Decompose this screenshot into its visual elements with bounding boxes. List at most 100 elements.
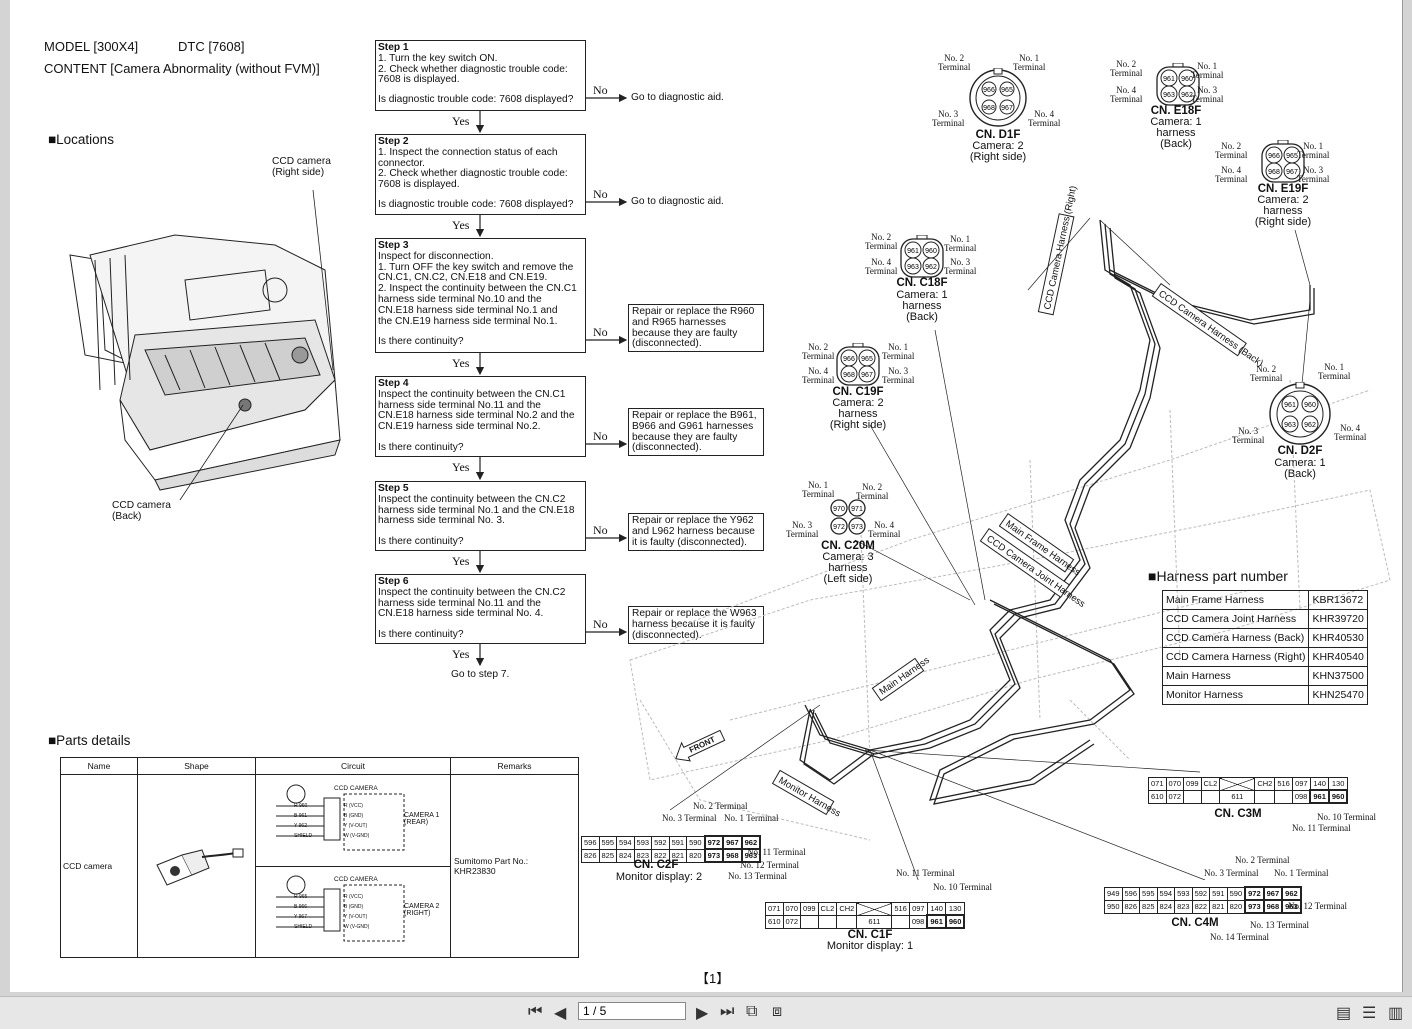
harness-part-heading: ■Harness part number [1148, 568, 1288, 584]
svg-text:962: 962 [925, 264, 937, 271]
terminal-label: No. 1 Terminal [802, 480, 835, 499]
connector-c18f-title: CN. C18F [896, 277, 948, 289]
terminal-callout: No. 13 Terminal [1250, 920, 1309, 930]
step-4-box: Step 4 Inspect the continuity between th… [375, 376, 586, 457]
step-1-question: Is diagnostic trouble code: 7608 display… [378, 94, 574, 106]
terminal-label: No. 1 Terminal [882, 342, 915, 361]
previous-page-icon[interactable]: ◀ [554, 1005, 567, 1022]
circuit-title: CCD CAMERA [334, 875, 378, 883]
single-page-view-icon[interactable]: ▤ [1336, 1005, 1352, 1022]
terminal-callout: No. 1 Terminal [1274, 868, 1329, 878]
table-header-row: Name Shape Circuit Remarks [60, 757, 579, 775]
terminal-callout: No. 1 Terminal [724, 813, 779, 823]
svg-text:968: 968 [983, 105, 995, 112]
fit-page-icon[interactable]: ⧉ [746, 1003, 758, 1020]
terminal-label: No. 1 Terminal [944, 234, 977, 253]
step3-no-action: Repair or replace the R960 and R965 harn… [628, 304, 764, 352]
svg-text:961: 961 [1163, 76, 1175, 83]
step4-no: No [593, 429, 608, 443]
next-page-icon[interactable]: ▶ [696, 1005, 709, 1022]
two-page-view-icon[interactable]: ▥ [1388, 1005, 1404, 1022]
terminal-callout: No. 3 Terminal [662, 813, 717, 823]
parts-details-heading: ■Parts details [48, 733, 131, 748]
terminal-label: No. 3 Terminal [944, 257, 977, 276]
step4-no-action: Repair or replace the B961, B966 and G96… [628, 408, 764, 456]
camera1-label: CAMERA 1 (REAR) [404, 811, 440, 826]
terminal-callout: No. 12 Terminal [1288, 901, 1347, 911]
connector-c1f-title: CN. C1F [847, 929, 893, 941]
svg-text:963: 963 [907, 264, 919, 271]
step-6-box: Step 6 Inspect the continuity between th… [375, 574, 586, 644]
ccd-back-harness-label: CCD Camera Harness (Back) [1156, 288, 1265, 369]
terminal-label: No. 4 Terminal [1110, 85, 1143, 104]
flowchart-arrows [475, 93, 628, 667]
ccd-camera-shape-icon [155, 848, 243, 886]
first-page-icon[interactable]: ⏮ [528, 1003, 543, 1020]
terminal-callout: No. 11 Terminal [896, 868, 955, 878]
remarks-cell: Sumitomo Part No.: KHR23830 [450, 774, 579, 958]
step-3-question: Is there continuity? [378, 336, 464, 348]
terminal-callout: No. 11 Terminal [747, 847, 806, 857]
step-2-body: 1. Inspect the connection status of each… [378, 146, 568, 191]
step3-no: No [593, 325, 608, 339]
terminal-label: No. 3 Terminal [1191, 85, 1224, 104]
step-4-title: Step 4 [378, 378, 409, 389]
rotate-page-icon[interactable]: ⧈ [772, 1003, 783, 1020]
terminal-label: No. 4 Terminal [1028, 109, 1061, 128]
step6-no-action: Repair or replace the W963 harness becau… [628, 606, 764, 644]
content-label: CONTENT [Camera Abnormality (without FVM… [44, 61, 320, 76]
svg-text:968: 968 [843, 372, 855, 379]
page-number-input[interactable] [578, 1002, 686, 1020]
table-row: CCD camera CC [60, 774, 579, 958]
connector-e19f-sub: Camera: 2 harness (Right side) [1254, 194, 1312, 228]
terminal-label: No. 2 Terminal [1215, 141, 1248, 160]
connector-d1f-title: CN. D1F [975, 129, 1021, 141]
model-label: MODEL [300X4] [44, 39, 139, 54]
svg-text:960: 960 [925, 248, 937, 255]
svg-text:972: 972 [833, 524, 845, 531]
connector-d2f-sub: Camera: 1 (Back) [1274, 457, 1326, 480]
terminal-label: No. 1 Terminal [1191, 61, 1224, 80]
circuit2-signals: R (VCC)B (GND)Y (V-OUT)W (V-GND) [344, 893, 370, 930]
connector-c3m-title: CN. C3M [1214, 808, 1262, 820]
connector-d1f-sub: Camera: 2 (Right side) [969, 140, 1027, 163]
continuous-view-icon[interactable]: ☰ [1362, 1005, 1377, 1022]
terminal-label: No. 3 Terminal [1297, 165, 1330, 184]
step1-no-action: Go to diagnostic aid. [631, 92, 724, 103]
parts-details-table: Name Shape Circuit Remarks CCD camera [60, 757, 579, 958]
step-1-title: Step 1 [378, 42, 409, 53]
last-page-icon[interactable]: ⏭ [720, 1003, 735, 1020]
dtc-label: DTC [7608] [178, 39, 245, 54]
connector-c20m-sub: Camera: 3 harness (Left side) [822, 551, 874, 585]
connector-c4m-title: CN. C4M [1171, 917, 1219, 929]
step-3-box: Step 3 Inspect for disconnection. 1. Tur… [375, 238, 586, 353]
svg-text:966: 966 [983, 87, 995, 94]
terminal-label: No. 3 Terminal [1232, 426, 1265, 445]
step5-no: No [593, 523, 608, 537]
go-to-step-7: Go to step 7. [451, 669, 510, 680]
step6-no: No [593, 617, 608, 631]
svg-text:963: 963 [1284, 422, 1296, 429]
table-row: CCD Camera Harness (Right)KHR40540 [1161, 647, 1368, 667]
circuit1-signals: R (VCC)B (GND)Y (V-OUT)W (V-GND) [344, 802, 370, 839]
ccd-camera-back-label: CCD camera (Back) [112, 500, 171, 522]
connector-c1f-sub: Monitor display: 1 [826, 940, 914, 952]
connector-c2f-title: CN. C2F [633, 859, 679, 871]
step-6-body: Inspect the continuity between the CN.C2… [378, 586, 566, 620]
step1-yes: Yes [452, 114, 470, 128]
step6-yes: Yes [452, 647, 470, 661]
terminal-callout: No. 10 Terminal [1317, 812, 1376, 822]
svg-text:962: 962 [1304, 422, 1316, 429]
terminal-callout: No. 13 Terminal [728, 871, 787, 881]
